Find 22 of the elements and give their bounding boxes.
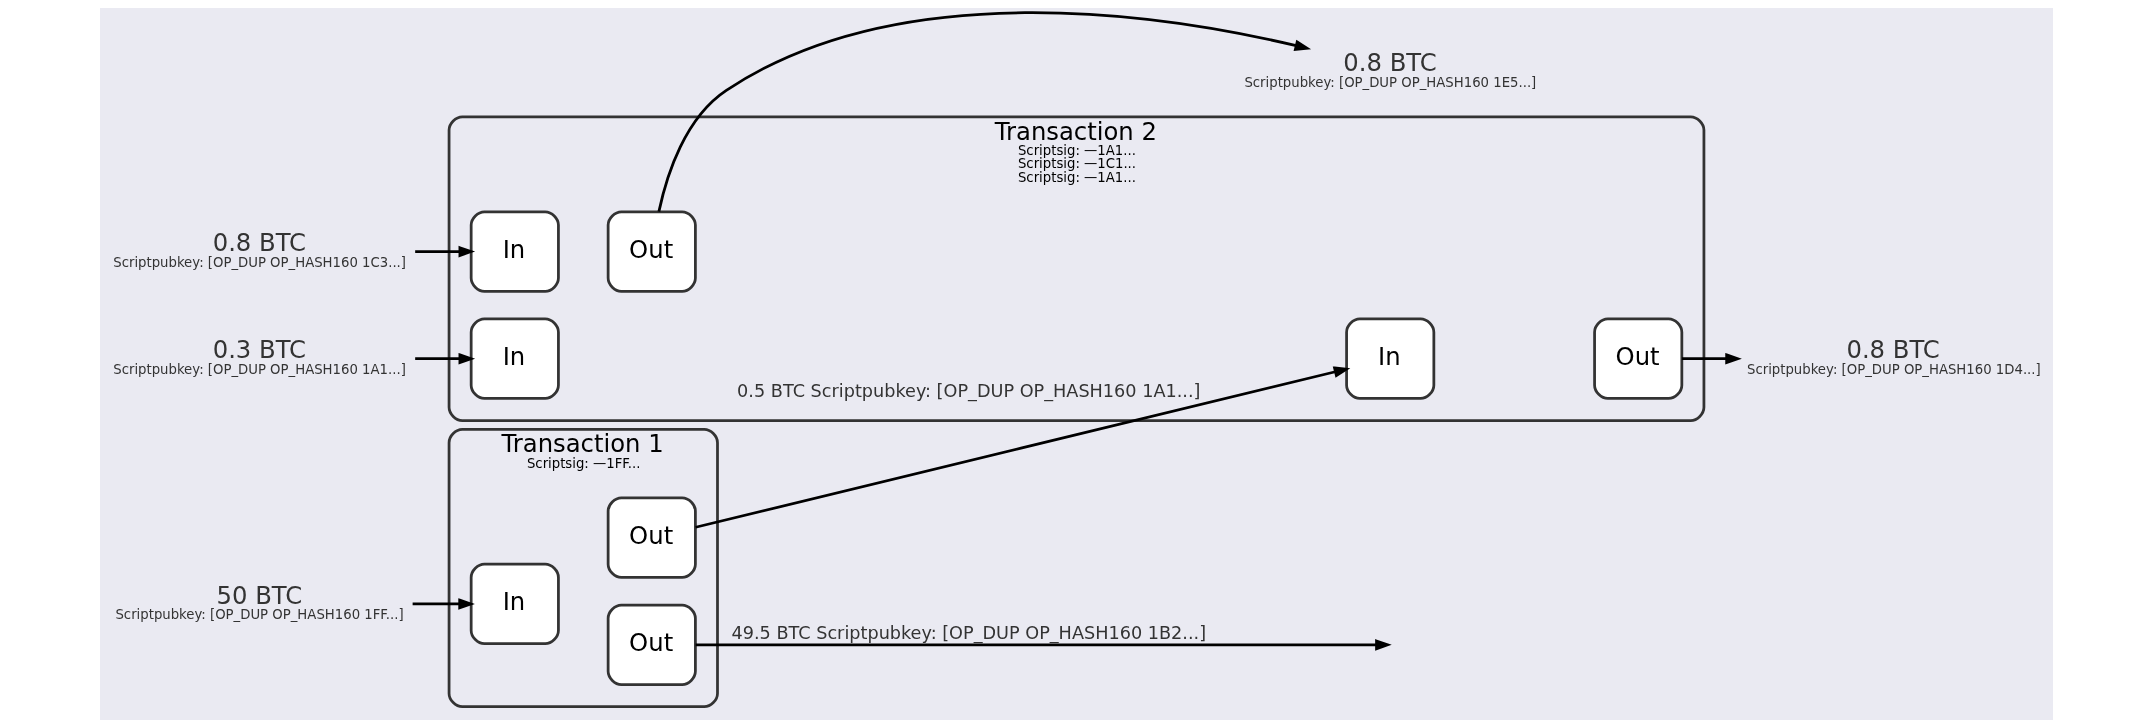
node-text: 0.8 BTC Scriptpubkey: [OP_DUP OP_HASH160 1C3...] [112,228,406,270]
arrow [414,245,475,258]
node-box: In [1344,317,1435,400]
arrow [412,598,475,610]
arrow [657,11,1311,212]
arrow [694,366,1350,529]
node-box: Out [606,496,697,579]
node-text: 0.8 BTC Scriptpubkey: [OP_DUP OP_HASH160 1D4...] [1746,335,2041,377]
arrow [414,352,475,365]
node-box: In [469,210,560,293]
node-text: 0.3 BTC Scriptpubkey: [OP_DUP OP_HASH160 1A1...] [112,335,406,377]
node-text: 50 BTC Scriptpubkey: [OP_DUP OP_HASH160 1FF...] [114,580,404,622]
node-box: In [469,317,560,400]
node-box: Out [606,603,697,686]
node-text: 0.8 BTC Scriptpubkey: [OP_DUP OP_HASH160 1E5...] [1243,48,1536,90]
arrow [695,639,1392,651]
edge-label: 49.5 BTC Scriptpubkey: [OP_DUP OP_HASH160 1B2...] [730,623,1206,644]
edge-label: 0.5 BTC Scriptpubkey: [OP_DUP OP_HASH160 1A1...] [736,381,1200,402]
node-box: In [469,562,560,646]
node-box: Out [606,210,697,293]
arrow [1681,352,1742,365]
node-box: Out [1592,317,1683,400]
